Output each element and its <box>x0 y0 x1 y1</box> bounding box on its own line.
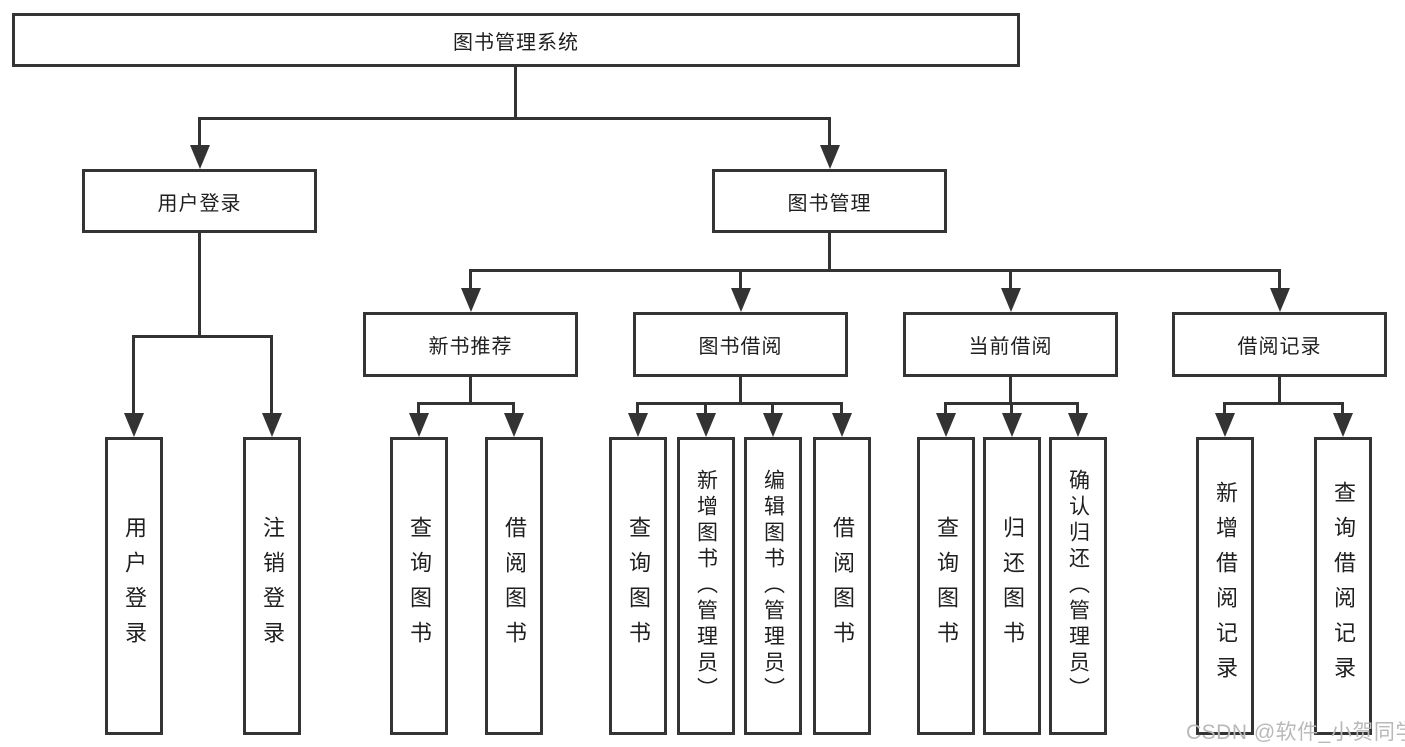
connector-line <box>512 402 515 415</box>
node-book-borrowing-label: 图书借阅 <box>698 336 783 358</box>
node-borrow-books-label: 借阅图书 <box>830 516 855 656</box>
node-edit-books-admin-label: 编辑图书（管理员） <box>761 469 785 703</box>
node-query-borrow-record: 查询借阅记录 <box>1314 437 1372 735</box>
node-confirm-return-admin: 确认归还（管理员） <box>1049 437 1107 735</box>
node-add-borrow-record: 新增借阅记录 <box>1196 437 1254 735</box>
connector-line <box>1341 402 1344 415</box>
arrow-down-icon <box>504 413 524 437</box>
node-query-books-borrow-label: 查询图书 <box>626 516 651 656</box>
node-new-book-recommend: 新书推荐 <box>363 312 578 377</box>
arrow-down-icon <box>763 413 783 437</box>
node-book-management-branch: 图书管理 <box>712 169 947 233</box>
connector-line <box>1278 269 1281 288</box>
connector-line <box>828 233 831 271</box>
arrow-down-icon <box>731 288 751 312</box>
connector-line <box>1076 402 1079 415</box>
node-user-login-leaf-label: 用户登录 <box>122 516 147 656</box>
connector-line <box>417 402 420 415</box>
node-confirm-return-admin-label: 确认归还（管理员） <box>1066 469 1090 703</box>
node-add-books-admin-label: 新增图书（管理员） <box>694 469 718 703</box>
arrow-down-icon <box>1001 288 1021 312</box>
connector-line <box>198 117 201 145</box>
node-borrow-books: 借阅图书 <box>813 437 871 735</box>
arrow-down-icon <box>190 145 210 169</box>
connector-line <box>469 269 472 288</box>
node-borrowing-records: 借阅记录 <box>1172 312 1387 377</box>
arrow-down-icon <box>820 145 840 169</box>
connector-line <box>417 402 515 405</box>
node-add-borrow-record-label: 新增借阅记录 <box>1213 481 1238 691</box>
arrow-down-icon <box>936 413 956 437</box>
node-logout-leaf: 注销登录 <box>243 437 301 735</box>
connector-line <box>1278 377 1281 404</box>
node-edit-books-admin: 编辑图书（管理员） <box>744 437 802 735</box>
node-current-borrowing-label: 当前借阅 <box>968 336 1053 358</box>
node-logout-leaf-label: 注销登录 <box>260 516 285 656</box>
node-current-borrowing: 当前借阅 <box>903 312 1118 377</box>
node-query-books-borrow: 查询图书 <box>609 437 667 735</box>
arrow-down-icon <box>1215 413 1235 437</box>
connector-line <box>739 377 742 404</box>
arrow-down-icon <box>1002 413 1022 437</box>
csdn-watermark: CSDN @软件_小贺同学 <box>1186 721 1405 744</box>
connector-line <box>469 269 1281 272</box>
connector-line <box>198 117 831 120</box>
node-new-book-recommend-label: 新书推荐 <box>428 336 513 358</box>
connector-line <box>132 335 273 338</box>
arrow-down-icon <box>832 413 852 437</box>
node-return-books: 归还图书 <box>983 437 1041 735</box>
node-user-login-branch: 用户登录 <box>82 169 317 233</box>
node-query-borrow-record-label: 查询借阅记录 <box>1331 481 1356 691</box>
node-borrow-books-recommend: 借阅图书 <box>485 437 543 735</box>
arrow-down-icon <box>409 413 429 437</box>
arrow-down-icon <box>461 288 481 312</box>
node-query-books-recommend-label: 查询图书 <box>407 516 432 656</box>
connector-line <box>1009 269 1012 288</box>
node-borrow-books-recommend-label: 借阅图书 <box>502 516 527 656</box>
node-query-books-current-label: 查询图书 <box>934 516 959 656</box>
node-borrowing-records-label: 借阅记录 <box>1237 336 1322 358</box>
connector-line <box>1223 402 1226 415</box>
node-user-login-leaf: 用户登录 <box>105 437 163 735</box>
node-query-books-recommend: 查询图书 <box>390 437 448 735</box>
connector-line <box>514 67 517 119</box>
connector-line <box>944 402 947 415</box>
node-add-books-admin: 新增图书（管理员） <box>677 437 735 735</box>
node-root-system-label: 图书管理系统 <box>453 31 579 54</box>
arrow-down-icon <box>628 413 648 437</box>
connector-line <box>270 335 273 413</box>
node-root-system: 图书管理系统 <box>12 13 1020 67</box>
connector-line <box>132 335 135 413</box>
connector-line <box>704 402 707 415</box>
connector-line <box>636 402 639 415</box>
node-return-books-label: 归还图书 <box>1000 516 1025 656</box>
connector-line <box>840 402 843 415</box>
node-user-login-branch-label: 用户登录 <box>157 192 242 215</box>
connector-line <box>828 117 831 145</box>
arrow-down-icon <box>124 413 144 437</box>
node-query-books-current: 查询图书 <box>917 437 975 735</box>
connector-line <box>771 402 774 415</box>
connector-line <box>739 269 742 288</box>
node-book-management-branch-label: 图书管理 <box>787 192 872 215</box>
connector-line <box>1223 402 1344 405</box>
arrow-down-icon <box>696 413 716 437</box>
arrow-down-icon <box>1270 288 1290 312</box>
arrow-down-icon <box>262 413 282 437</box>
connector-line <box>469 377 472 404</box>
arrow-down-icon <box>1333 413 1353 437</box>
connector-line <box>198 233 201 337</box>
connector-line <box>1010 402 1013 415</box>
arrow-down-icon <box>1068 413 1088 437</box>
connector-line <box>1009 377 1012 404</box>
connector-line <box>636 402 843 405</box>
node-book-borrowing: 图书借阅 <box>633 312 848 377</box>
